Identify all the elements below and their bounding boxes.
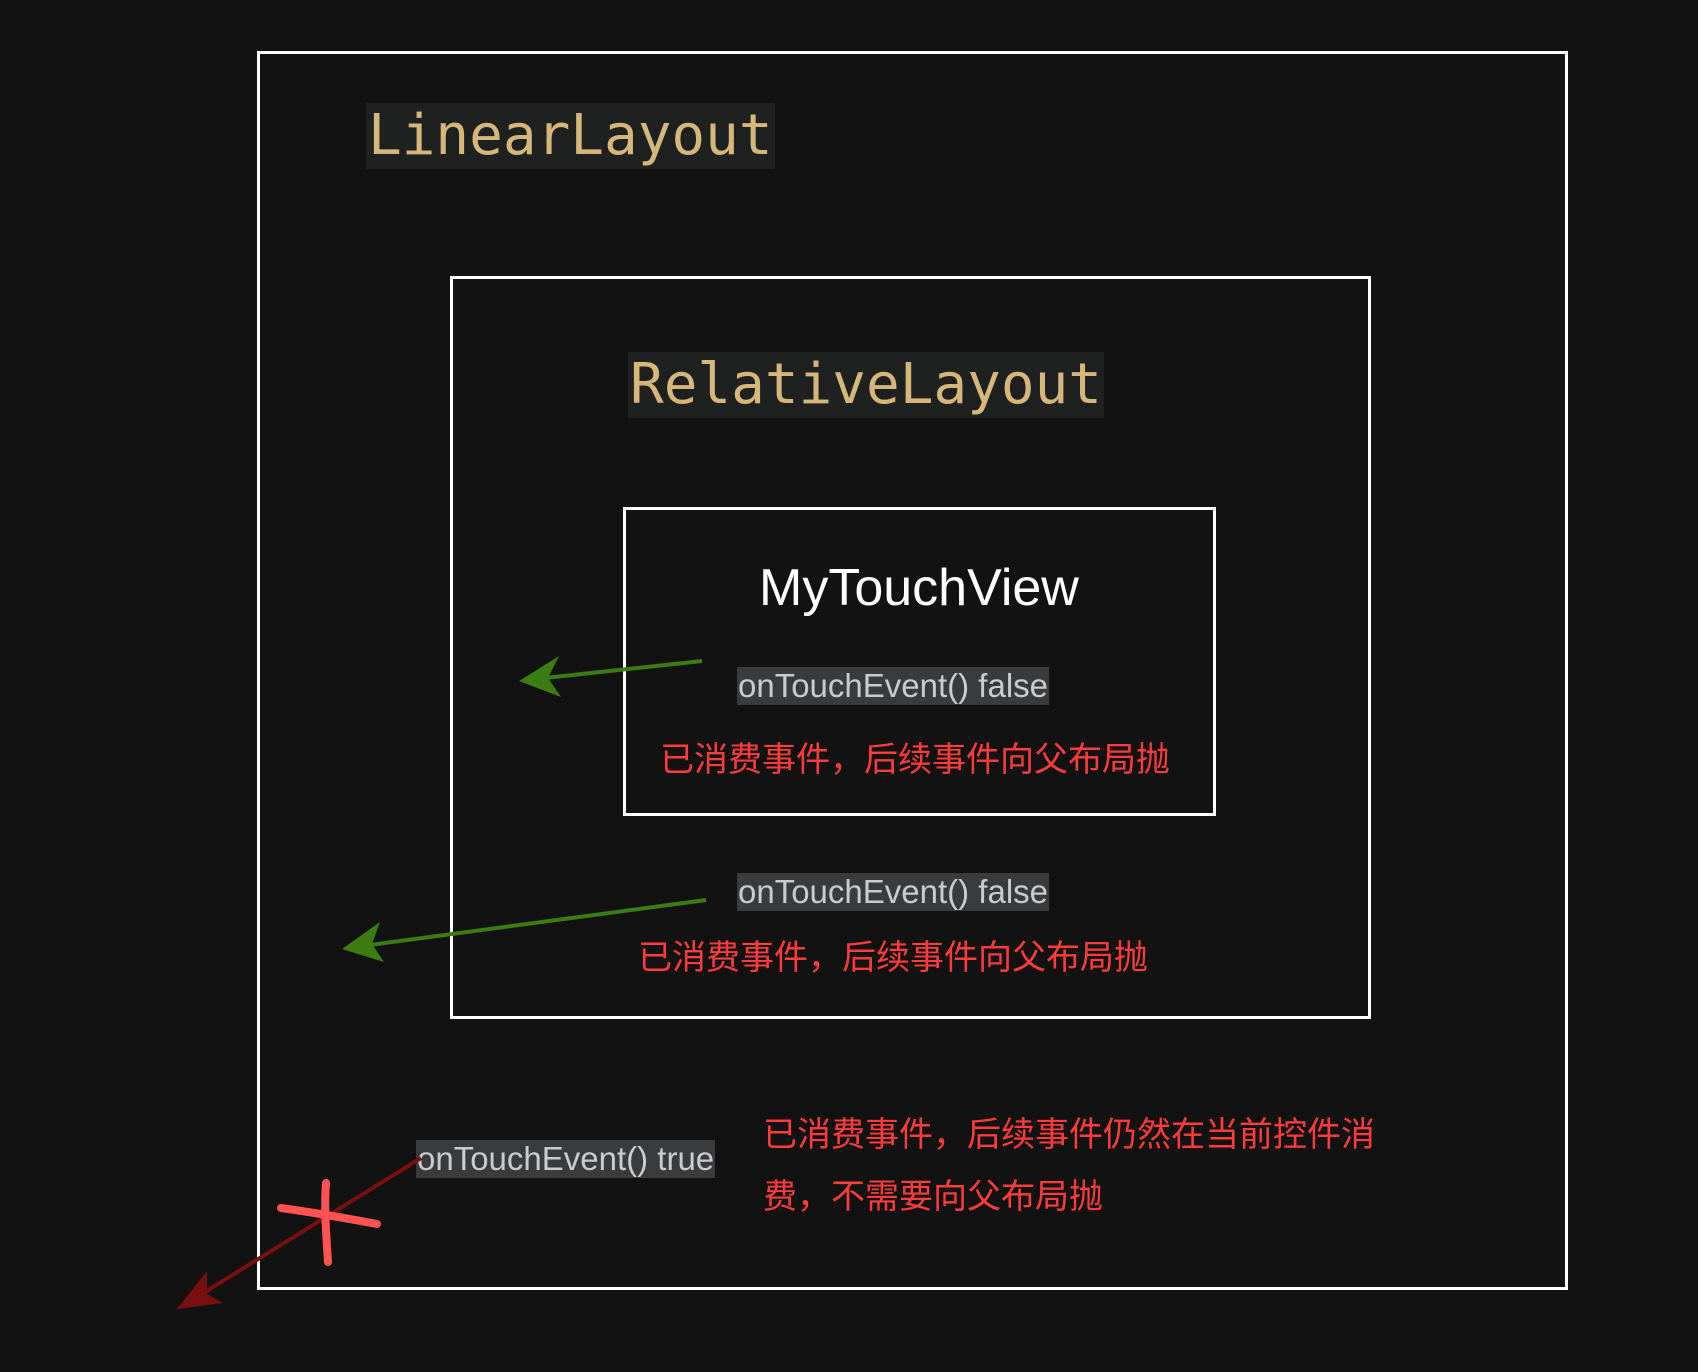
relative-layout-box xyxy=(450,276,1371,1019)
relative-layout-method: onTouchEvent() false xyxy=(737,873,1050,911)
linear-layout-note: 已消费事件，后续事件仍然在当前控件消费，不需要向父布局抛 xyxy=(763,1115,1375,1217)
blocked-arrow-linear-layout xyxy=(177,1156,423,1309)
linear-layout-title: LinearLayout xyxy=(366,103,775,169)
cross-icon xyxy=(277,1179,381,1266)
relative-layout-title: RelativeLayout xyxy=(628,352,1105,418)
linear-layout-method: onTouchEvent() true xyxy=(416,1140,716,1178)
pass-arrow-my-touch-view xyxy=(519,656,703,697)
linear-layout-box xyxy=(257,51,1568,1290)
my-touch-view-method: onTouchEvent() false xyxy=(737,667,1050,705)
relative-layout-note: 已消费事件，后续事件向父布局抛 xyxy=(638,938,1148,978)
my-touch-view-title: MyTouchView xyxy=(759,559,1079,617)
my-touch-view-note: 已消费事件，后续事件向父布局抛 xyxy=(660,740,1170,780)
pass-arrow-relative-layout xyxy=(342,898,707,962)
my-touch-view-box xyxy=(623,507,1216,816)
